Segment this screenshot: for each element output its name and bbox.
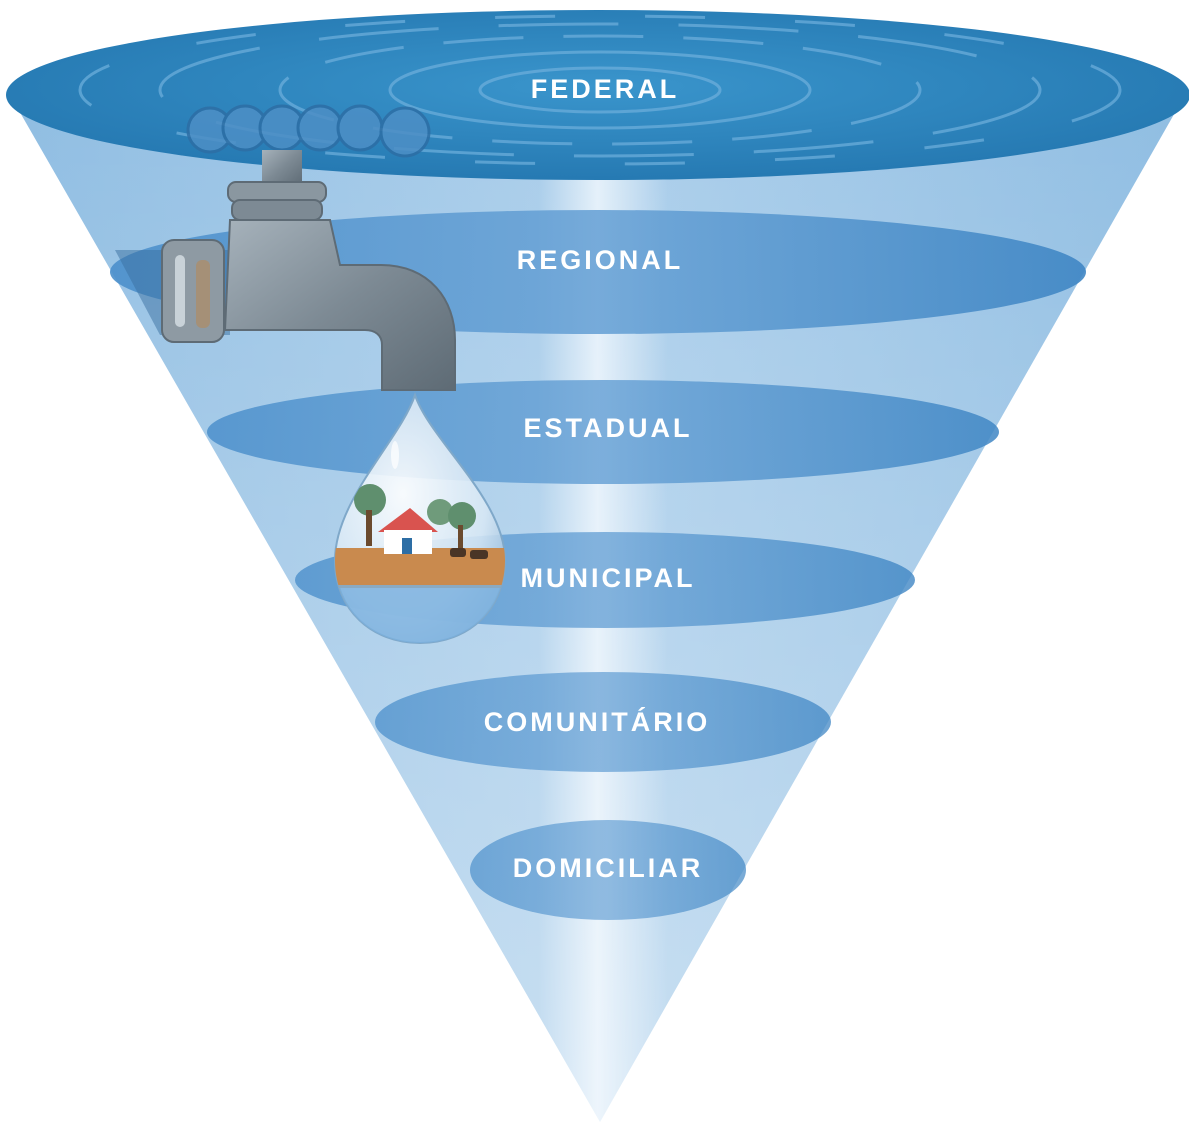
level-regional: REGIONAL: [517, 245, 684, 275]
band-domiciliar: [470, 820, 746, 920]
water-faucet-icon: [115, 104, 456, 391]
level-federal: FEDERAL: [531, 74, 680, 104]
water-ripples: [78, 14, 1122, 166]
band-comunitario: [375, 672, 831, 772]
level-municipal: MUNICIPAL: [521, 563, 696, 593]
level-estadual: ESTADUAL: [524, 413, 693, 443]
level-comunitario: COMUNITÁRIO: [484, 706, 710, 737]
level-domiciliar: DOMICILIAR: [513, 853, 703, 883]
